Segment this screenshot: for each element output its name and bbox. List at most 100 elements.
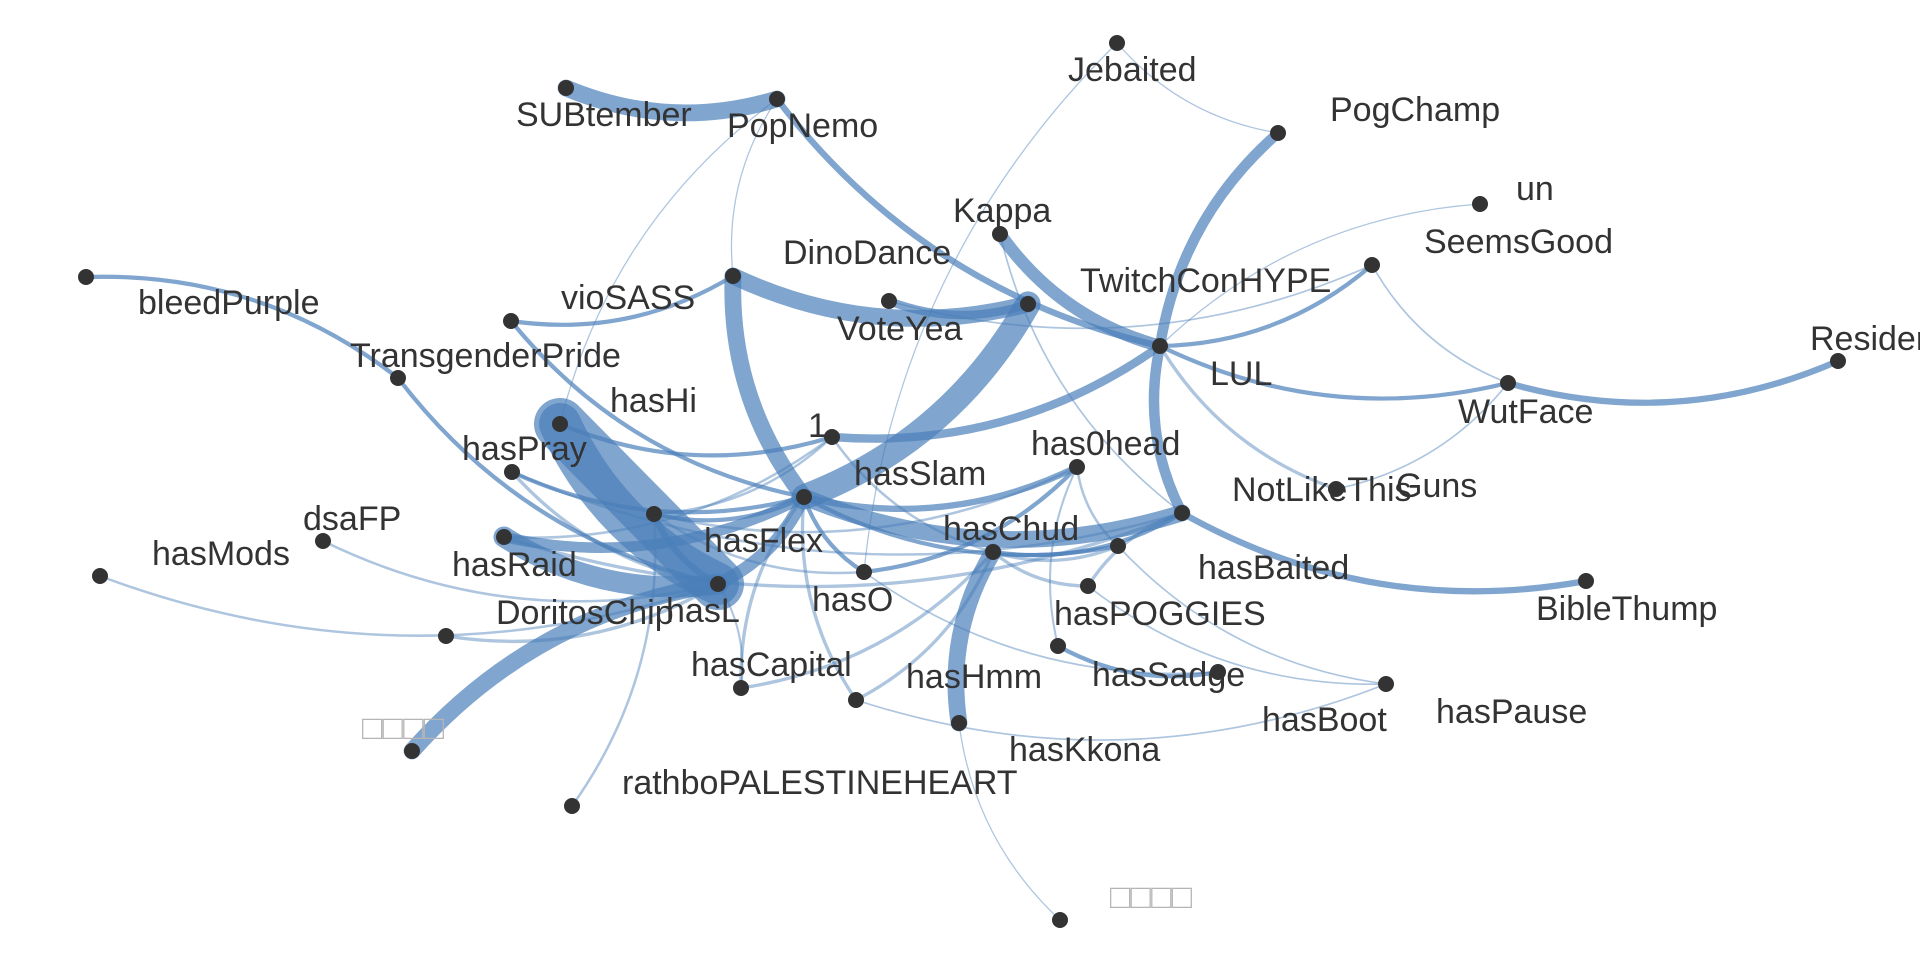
edge-un-lul (1159, 203, 1481, 347)
node-label-voteyea: VoteYea (837, 310, 963, 348)
edge-hassadge-hasboot (1055, 643, 1221, 679)
edge-wutface-residentsleeper (1504, 357, 1842, 406)
node-doritoschip[interactable] (438, 628, 454, 644)
node-label-hasboot: hasBoot (1262, 701, 1387, 739)
edge-hasslam-twitchconhype (791, 291, 1041, 510)
edge-hasraid-notlikethis (502, 511, 1184, 589)
edge-hascapital-haschud (739, 550, 995, 690)
edge-dsafp-hasl (321, 539, 720, 603)
node-label-1: 1 (808, 407, 827, 445)
node-hasraid[interactable] (496, 529, 512, 545)
node-dsafp[interactable] (315, 533, 331, 549)
edge-kappa-notlikethis (999, 233, 1183, 514)
node-hashi[interactable] (552, 416, 568, 432)
node-kappa[interactable] (992, 226, 1008, 242)
node-biblethump[interactable] (1578, 573, 1594, 589)
node-label-haspray: hasPray (462, 430, 587, 468)
node-residentsleeper[interactable] (1830, 353, 1846, 369)
node-haschud[interactable] (985, 544, 1001, 560)
node-lul[interactable] (1152, 338, 1168, 354)
node-missing1[interactable] (404, 743, 420, 759)
edge-viosass-hasslam (508, 318, 807, 500)
node-hasboot[interactable] (1210, 664, 1226, 680)
node-label-lul: LUL (1210, 355, 1272, 393)
edge-hashmm-haspause (855, 683, 1387, 741)
node-haso[interactable] (856, 564, 872, 580)
node-subtember[interactable] (558, 80, 574, 96)
node-seemsgood[interactable] (1364, 257, 1380, 273)
edge-haskkona-missing2 (958, 722, 1061, 921)
node-guns[interactable] (1328, 481, 1344, 497)
edge-dinodance-hasslam (724, 267, 813, 506)
node-label-transgenderpride: TransgenderPride (350, 337, 621, 375)
node-haspoggies[interactable] (1080, 578, 1096, 594)
node-hasflex[interactable] (646, 506, 662, 522)
edge-hashmm-haschud (854, 550, 995, 702)
node-hascapital[interactable] (733, 680, 749, 696)
node-label-kappa: Kappa (953, 192, 1051, 230)
edge-doritoschip-hasl (444, 582, 720, 644)
edge-transgenderpride-bleedpurple (83, 274, 401, 381)
node-missing2[interactable] (1052, 912, 1068, 928)
edge-1-haschud (830, 435, 995, 554)
node-label-hasraid: hasRaid (452, 546, 577, 584)
edge-haschud-notlikethis (990, 510, 1185, 558)
edge-haschud-haspoggies (991, 550, 1090, 588)
node-voteyea[interactable] (881, 293, 897, 309)
edge-haschud-haskkona (947, 543, 1002, 732)
edge-lul-notlikethis (1148, 340, 1188, 519)
node-label-twitchconhype: TwitchConHYPE (1080, 262, 1331, 300)
node-bleedpurple[interactable] (78, 269, 94, 285)
edge-hasslam-notlikethis (795, 488, 1191, 548)
edge-haspoggies-haspause (1087, 585, 1387, 686)
node-notlikethis[interactable] (1174, 505, 1190, 521)
edge-hasslam-has0head (800, 463, 1081, 513)
edge-jebaited-haso (863, 42, 1118, 573)
node-has0head[interactable] (1069, 459, 1085, 475)
node-label-viosass: vioSASS (561, 279, 695, 317)
node-haspray[interactable] (504, 464, 520, 480)
node-hashmm[interactable] (848, 692, 864, 708)
node-1[interactable] (824, 429, 840, 445)
node-hasslam[interactable] (796, 489, 812, 505)
edge-lul-seemsgood (1157, 262, 1375, 349)
node-wutface[interactable] (1500, 375, 1516, 391)
node-label-haso: hasO (812, 581, 893, 619)
node-pogchamp[interactable] (1270, 125, 1286, 141)
node-un[interactable] (1472, 196, 1488, 212)
node-jebaited[interactable] (1109, 35, 1125, 51)
node-hasbaited[interactable] (1110, 538, 1126, 554)
node-label-has0head: has0head (1031, 425, 1180, 463)
edge-notlikethis-biblethump (1178, 509, 1590, 595)
edge-voteyea-twitchconhype (884, 296, 1033, 320)
edge-1-lul (827, 341, 1165, 443)
node-label-subtember: SUBtember (516, 96, 692, 134)
node-layer (78, 35, 1846, 928)
node-hasmods[interactable] (92, 568, 108, 584)
node-label-rathbopalestineheart: rathboPALESTINEHEART (622, 764, 1018, 802)
edge-popnemo-hashi (559, 98, 778, 425)
node-haspause[interactable] (1378, 676, 1394, 692)
node-viosass[interactable] (503, 313, 519, 329)
edge-hashi-hasl-heavy (534, 398, 744, 610)
edge-hasslam-hascapital (739, 495, 806, 690)
edge-layer (83, 42, 1842, 921)
node-popnemo[interactable] (769, 91, 785, 107)
node-hassadge[interactable] (1050, 638, 1066, 654)
node-transgenderpride[interactable] (390, 370, 406, 386)
edge-seemsgood-wutface (1371, 264, 1509, 384)
node-twitchconhype[interactable] (1020, 296, 1036, 312)
node-label-un: un (1516, 170, 1554, 208)
edge-has0head-hassadge (1048, 465, 1079, 648)
node-dinodance[interactable] (725, 268, 741, 284)
edge-viosass-dinodance (508, 273, 736, 327)
node-hasl[interactable] (710, 576, 726, 592)
edge-haspray-notlikethis (510, 470, 1184, 556)
node-rathbopalestineheart[interactable] (564, 798, 580, 814)
node-haskkona[interactable] (951, 715, 967, 731)
edge-guns-wutface (1335, 382, 1509, 490)
node-label-missing2: □□□□ (1110, 878, 1193, 916)
node-label-haskkona: hasKkona (1009, 731, 1160, 769)
